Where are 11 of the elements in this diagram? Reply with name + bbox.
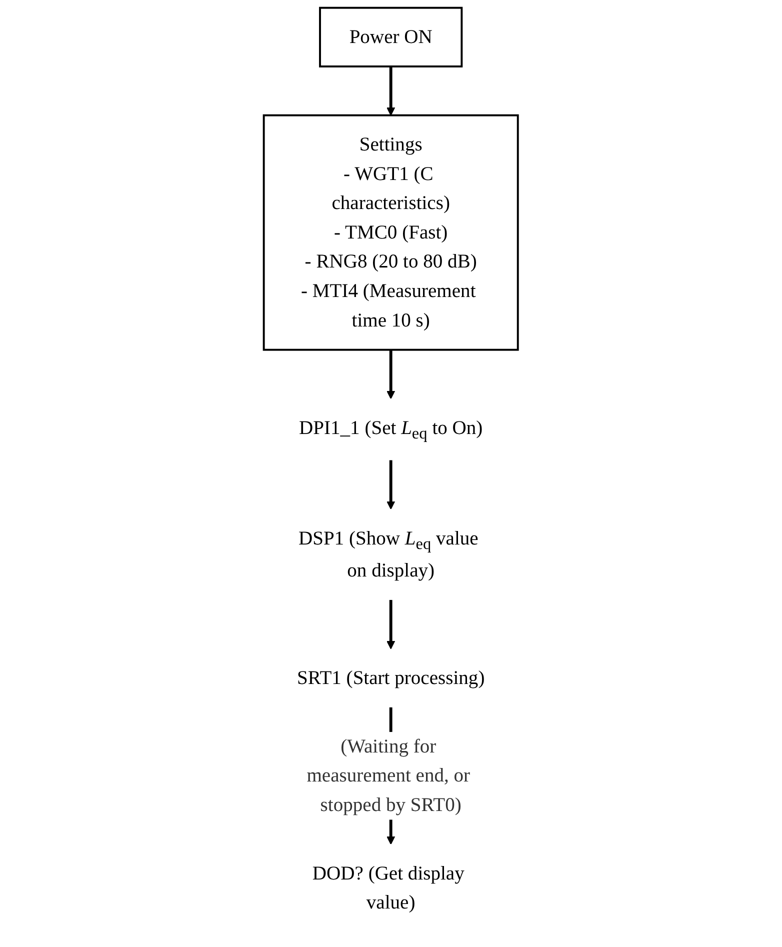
node-box: Power ON: [319, 6, 463, 68]
arrow: [386, 600, 396, 650]
node-box: Settings - WGT1 (C characteristics) - TMC0 (Fast) - RNG8 (20 to 80 dB) - MTI4 (Measurement time 10 s): [263, 114, 519, 351]
edge-label: (Waiting for measurement end, or stopped by SRT0): [306, 736, 470, 816]
node-text: DPI1_1 (Set L$_{eq}$ to On): [299, 417, 483, 443]
arrow: [386, 350, 396, 400]
node-text: SRT1 (Start processing): [297, 667, 485, 689]
arrow: [386, 66, 396, 116]
node-text: DOD? (Get display value): [312, 862, 465, 914]
arrow: [386, 460, 396, 510]
node-text: DSP1 (Show L$_{eq}$ value on display): [298, 528, 478, 582]
